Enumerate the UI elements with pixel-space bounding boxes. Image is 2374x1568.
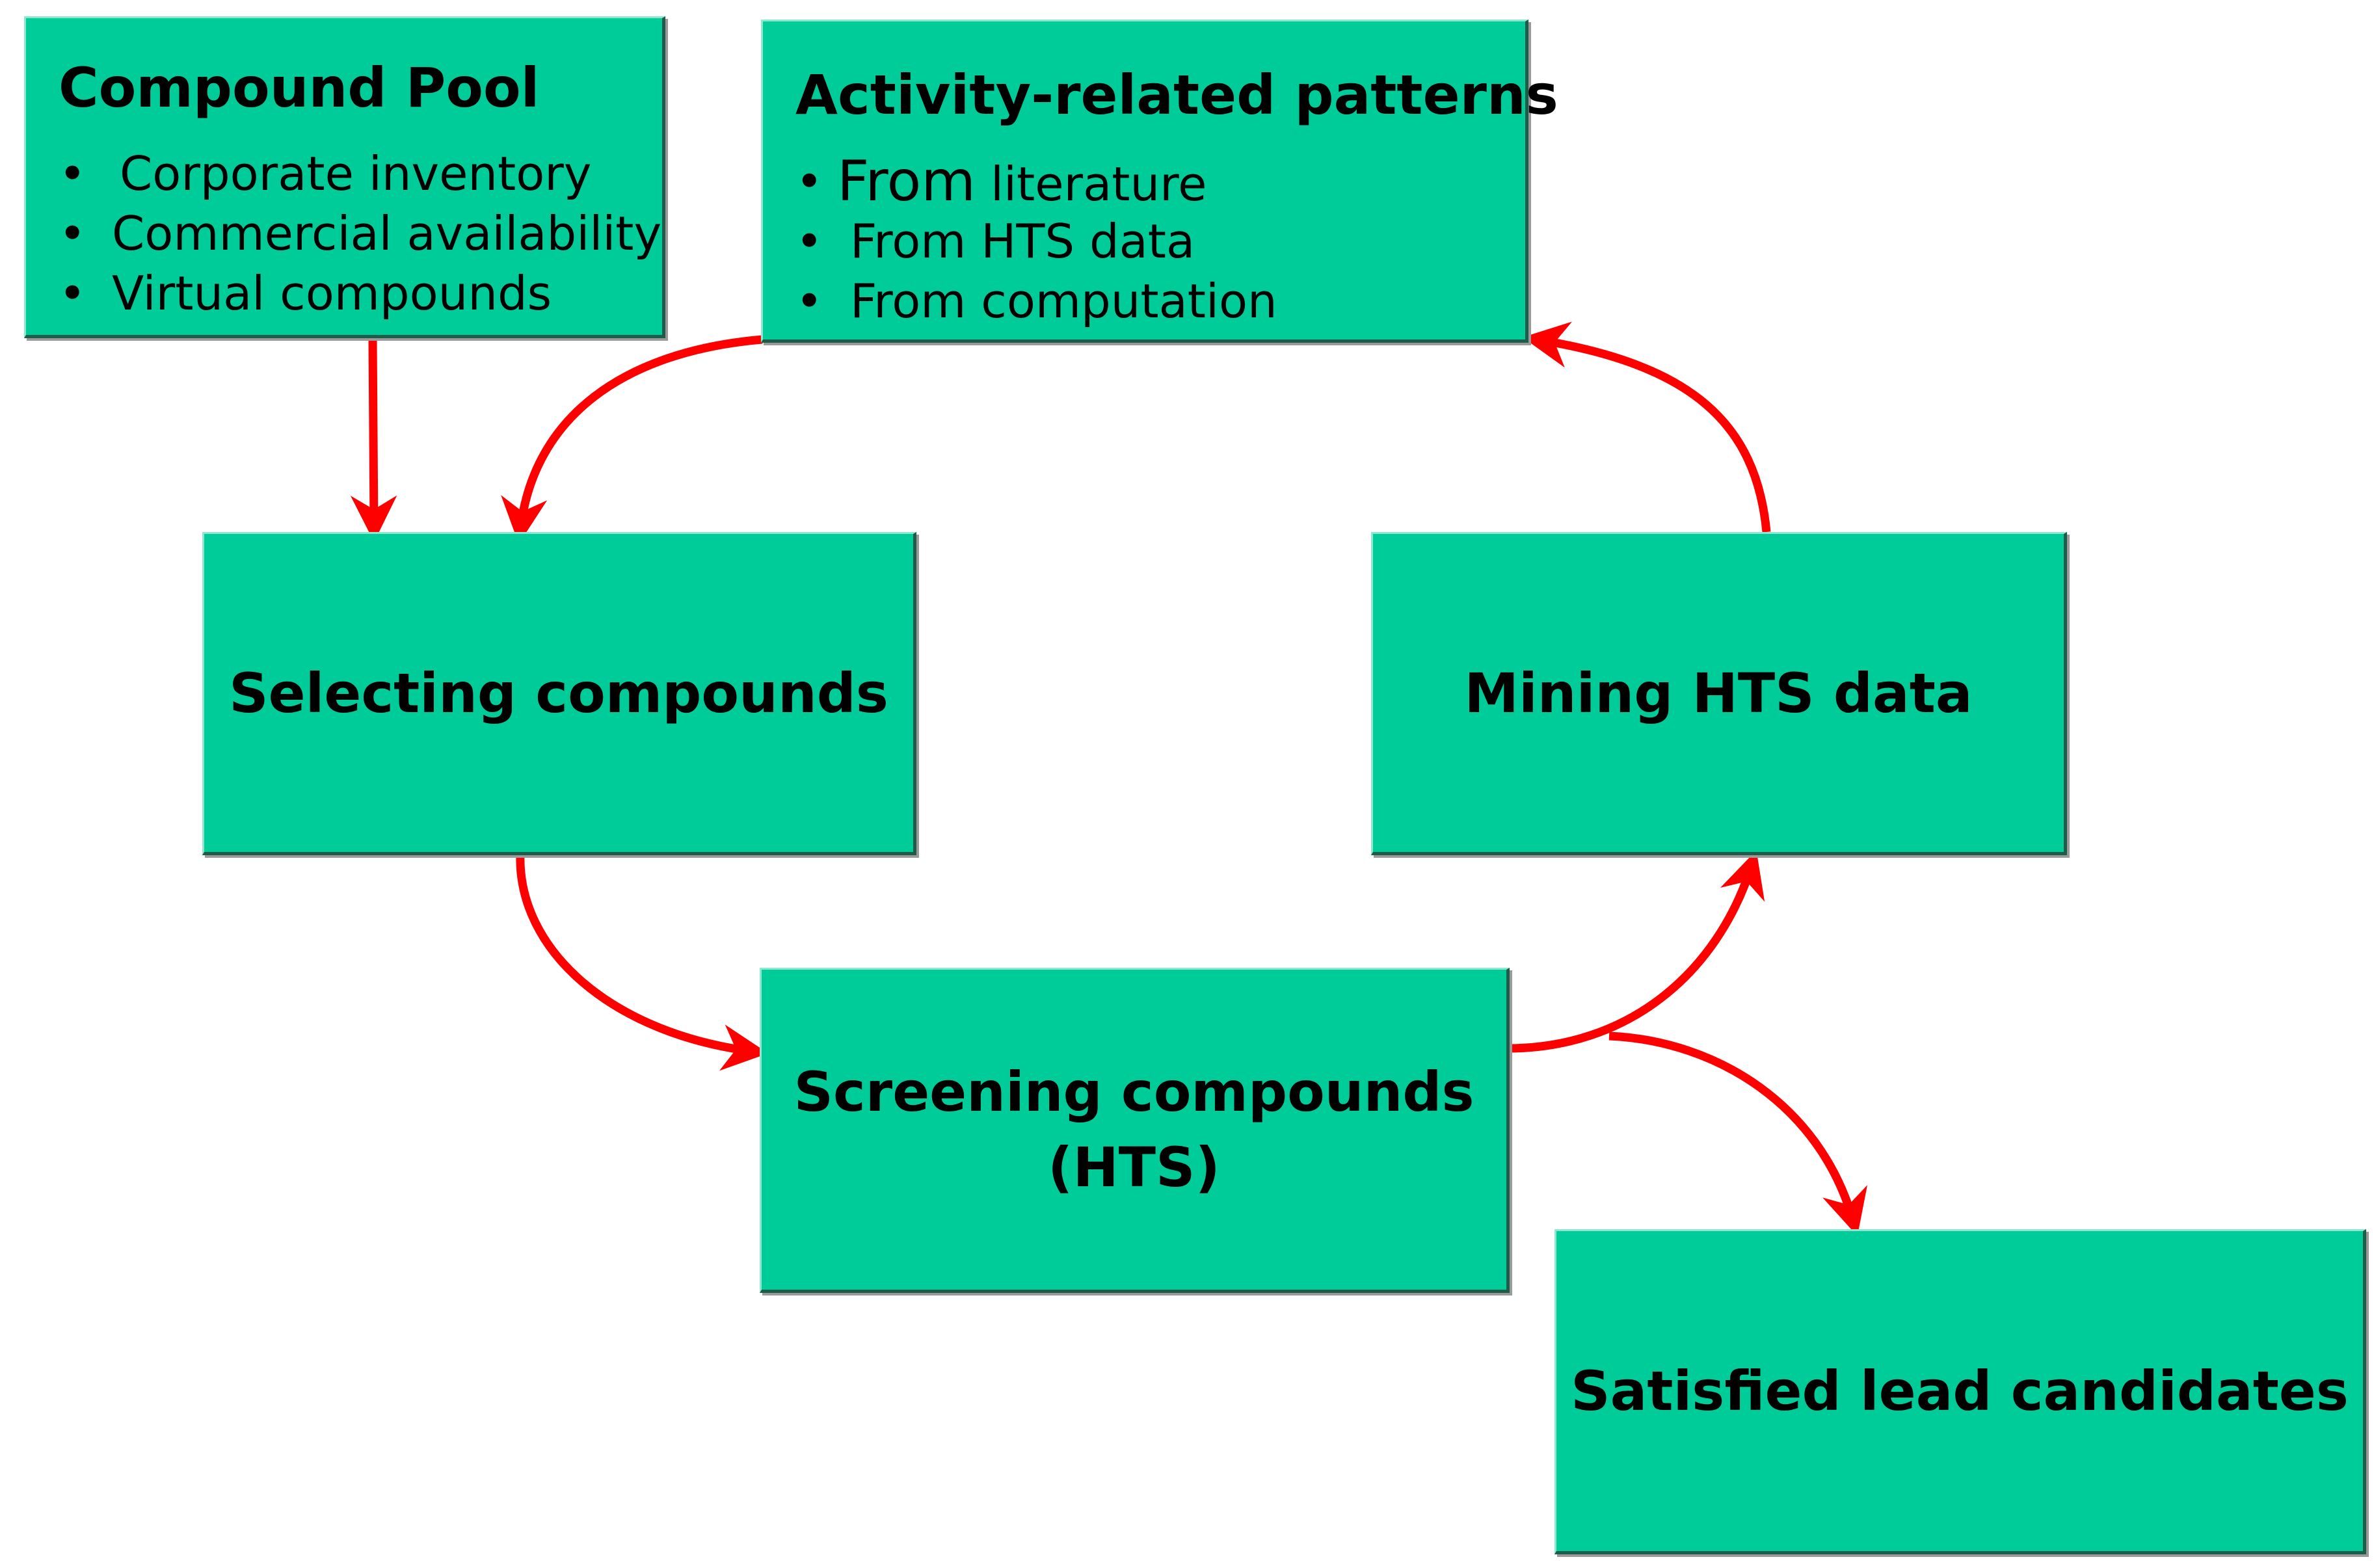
selecting-compounds-label: Selecting compounds <box>229 661 888 725</box>
arrow-mining-to-patterns <box>1522 321 1771 533</box>
activity-patterns-title: Activity-related patterns <box>795 63 1558 127</box>
activity-patterns-box: Activity-related patterns • From literat… <box>761 20 1558 343</box>
arrow-pool-to-selecting <box>350 338 397 542</box>
mining-hts-data-box: Mining HTS data <box>1371 532 2067 855</box>
arrow-screening-to-mining <box>1507 850 1765 1053</box>
satisfied-lead-candidates-box: Satisfied lead candidates <box>1554 1229 2366 1554</box>
satisfied-lead-candidates-label: Satisfied lead candidates <box>1571 1359 2349 1423</box>
arrow-screening-to-satisfied <box>1608 1031 1868 1236</box>
selecting-compounds-box: Selecting compounds <box>202 532 916 855</box>
arrow-selecting-to-screening <box>516 853 769 1071</box>
compound-pool-title: Compound Pool <box>59 56 540 120</box>
arrow-patterns-to-selecting <box>501 335 763 544</box>
screening-compounds-label: Screening compounds (HTS) <box>794 1060 1474 1199</box>
screening-compounds-box: Screening compounds (HTS) <box>760 968 1510 1293</box>
compound-pool-box: Compound Pool • Corporate inventory • Co… <box>24 16 665 338</box>
mining-hts-data-label: Mining HTS data <box>1464 661 1973 725</box>
